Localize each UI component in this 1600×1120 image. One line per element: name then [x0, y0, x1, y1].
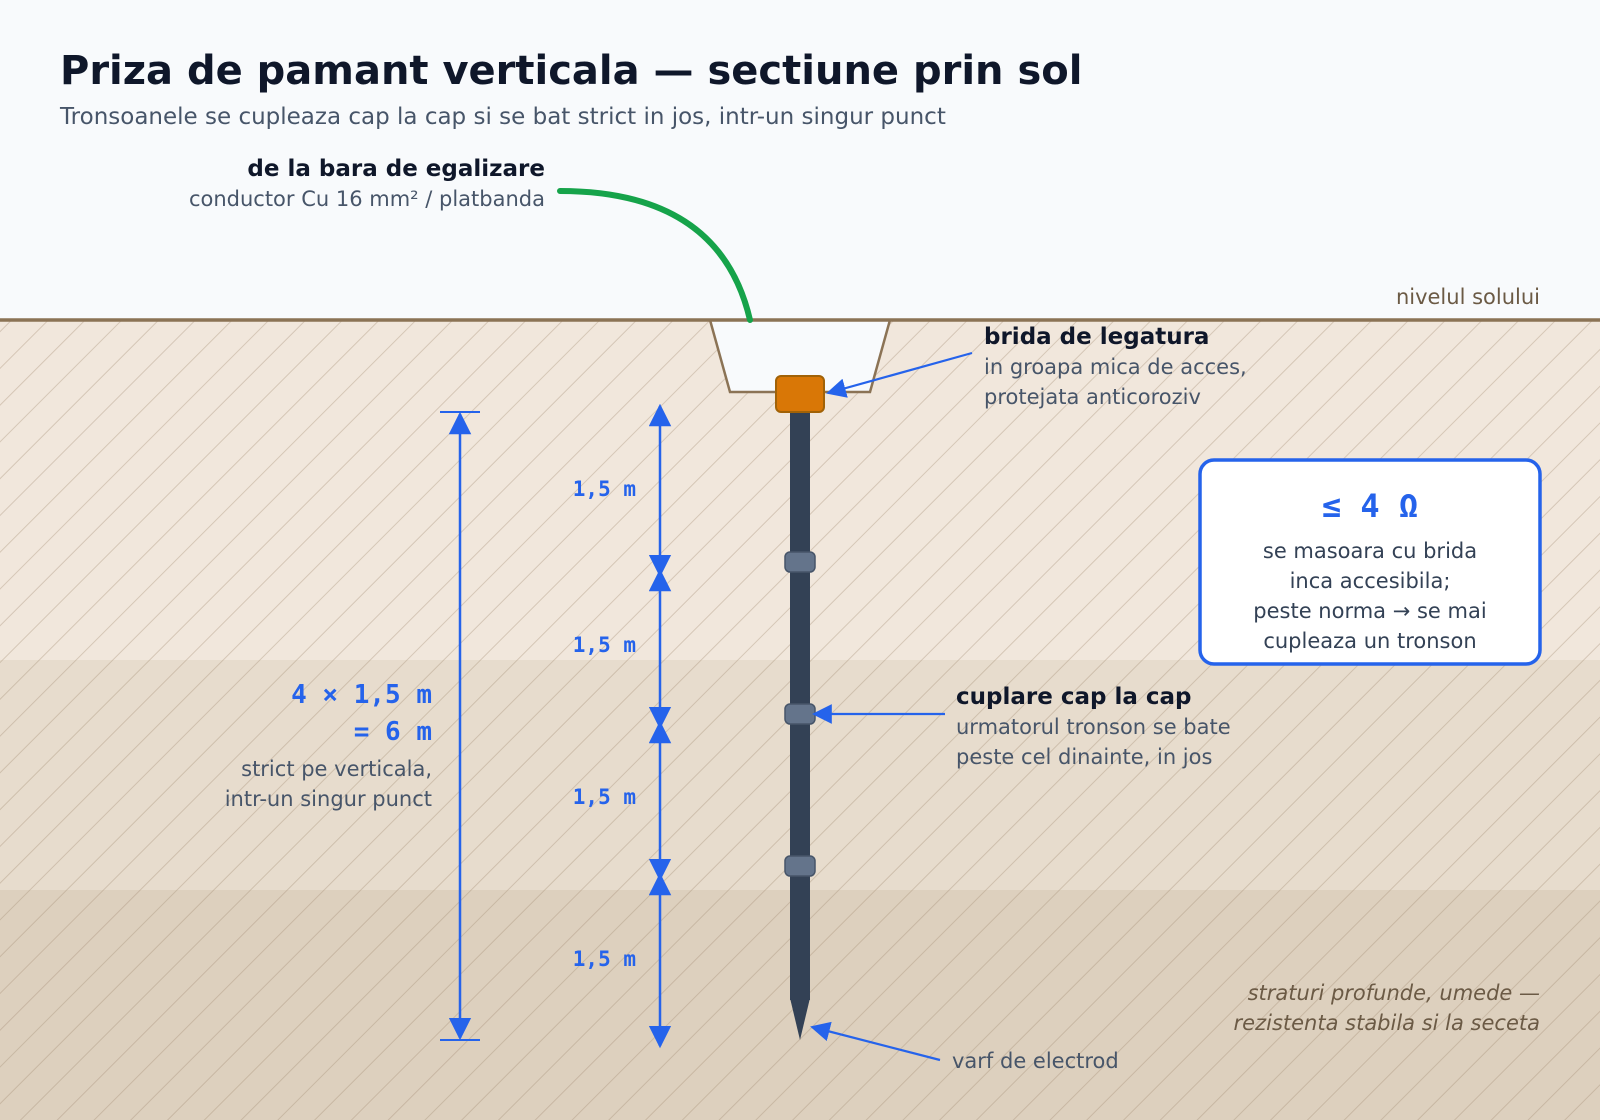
- resistance-line-1: se masoara cu brida: [1263, 539, 1477, 563]
- total-length-dimension: [440, 411, 480, 1041]
- segment-label-2: 1,5 m: [573, 633, 636, 657]
- ground-rod: [775, 375, 825, 1040]
- sky-area: [0, 0, 1600, 320]
- total-note-2: intr-un singur punct: [225, 787, 432, 811]
- segment-label-1: 1,5 m: [573, 477, 636, 501]
- tip-label: varf de electrod: [952, 1049, 1119, 1073]
- deep-layers-line-1: straturi profunde, umede —: [1248, 981, 1540, 1005]
- coupling-line-2: peste cel dinainte, in jos: [956, 745, 1212, 769]
- conductor-wire: [557, 188, 753, 323]
- resistance-value: ≤ 4 Ω: [1322, 487, 1418, 525]
- connection-clamp: [775, 375, 825, 413]
- coupling-sleeve-2: [784, 703, 816, 725]
- ground-level-label: nivelul solului: [1396, 285, 1540, 309]
- rod-tip: [790, 998, 810, 1040]
- page-title: Priza de pamant verticala — sectiune pri…: [60, 48, 1082, 94]
- tip-leader: [810, 1021, 941, 1062]
- page-subtitle: Tronsoanele se cupleaza cap la cap si se…: [59, 104, 946, 130]
- resistance-line-2: inca accesibila;: [1290, 569, 1451, 593]
- resistance-line-3: peste norma → se mai: [1253, 599, 1486, 623]
- rod-body: [790, 405, 810, 1000]
- total-note-1: strict pe verticala,: [241, 757, 432, 781]
- total-length-line-2: = 6 m: [354, 717, 432, 747]
- resistance-line-4: cupleaza un tronson: [1263, 629, 1476, 653]
- segment-label-4: 1,5 m: [573, 947, 636, 971]
- coupling-sleeve-3: [784, 855, 816, 877]
- clamp-leader: [826, 351, 973, 398]
- conductor-title: de la bara de egalizare: [247, 156, 545, 182]
- clamp-line-2: protejata anticoroziv: [984, 385, 1201, 409]
- coupling-sleeve-1: [784, 551, 816, 573]
- coupling-title: cuplare cap la cap: [956, 684, 1191, 710]
- clamp-title: brida de legatura: [984, 324, 1209, 350]
- coupling-line-1: urmatorul tronson se bate: [956, 715, 1231, 739]
- conductor-desc: conductor Cu 16 mm² / platbanda: [189, 187, 545, 211]
- resistance-box: [1198, 458, 1542, 666]
- deep-layers-line-2: rezistenta stabila si la seceta: [1234, 1011, 1540, 1035]
- segment-label-3: 1,5 m: [573, 785, 636, 809]
- clamp-line-1: in groapa mica de acces,: [984, 355, 1247, 379]
- total-length-line-1: 4 × 1,5 m: [291, 680, 432, 710]
